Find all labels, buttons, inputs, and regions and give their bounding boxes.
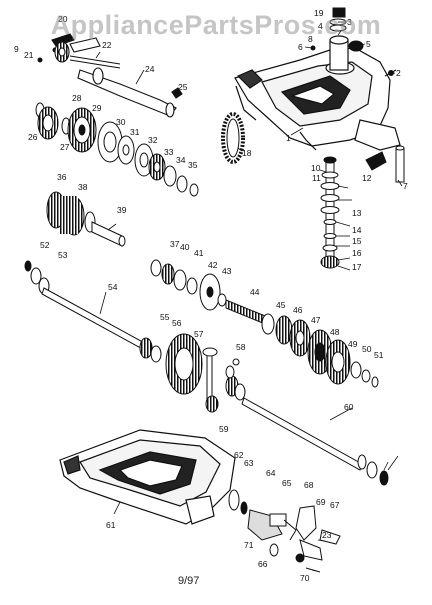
part-label-10: 10	[311, 163, 321, 173]
part-label-40: 40	[180, 242, 190, 252]
main-shaft	[41, 287, 162, 363]
revision-date: 9/97	[178, 575, 200, 587]
part-label-34: 34	[176, 155, 186, 165]
part-label-19: 19	[314, 8, 324, 18]
part-label-15: 15	[352, 236, 362, 246]
part-label-9: 9	[14, 44, 19, 54]
part-label-28: 28	[72, 93, 82, 103]
part-label-66: 66	[258, 559, 268, 569]
part-label-18: 18	[242, 148, 252, 158]
part-label-7: 7	[403, 181, 408, 191]
part-label-32: 32	[148, 135, 158, 145]
part-label-42: 42	[208, 260, 218, 270]
part-label-13: 13	[352, 208, 362, 218]
lower-transmission-housing	[59, 429, 236, 525]
watermark-text: AppliancePartsPros.com	[50, 10, 382, 40]
part-label-16: 16	[352, 248, 362, 258]
part-label-71: 71	[244, 540, 254, 550]
part-label-2: 2	[396, 68, 401, 78]
part-label-30: 30	[116, 117, 126, 127]
part-label-14: 14	[352, 225, 362, 235]
part-label-44: 44	[250, 287, 260, 297]
part-label-62: 62	[234, 450, 244, 460]
part-label-45: 45	[276, 300, 286, 310]
part-label-24: 24	[145, 64, 155, 74]
shift-shaft-stack	[320, 145, 405, 269]
part-label-65: 65	[282, 478, 292, 488]
part-label-3: 3	[347, 17, 352, 27]
part-label-51: 51	[374, 350, 384, 360]
part-label-29: 29	[92, 103, 102, 113]
part-label-53: 53	[58, 250, 68, 260]
part-label-59: 59	[219, 424, 229, 434]
part-label-70: 70	[300, 573, 310, 583]
part-label-37: 37	[170, 239, 180, 249]
part-label-52: 52	[40, 240, 50, 250]
part-label-5: 5	[366, 39, 371, 49]
top-left-pulley-assembly	[51, 33, 183, 118]
part-label-60: 60	[344, 402, 354, 412]
leader-lines	[95, 21, 403, 572]
part-label-43: 43	[222, 266, 232, 276]
part-label-46: 46	[293, 305, 303, 315]
part-label-61: 61	[106, 520, 116, 530]
part-label-25: 25	[178, 82, 188, 92]
part-label-67: 67	[330, 500, 340, 510]
part-label-54: 54	[108, 282, 118, 292]
part-label-12: 12	[362, 173, 372, 183]
left-washers	[24, 260, 50, 295]
lower-right-parts	[228, 489, 341, 573]
part-label-1: 1	[286, 133, 291, 143]
part-label-69: 69	[316, 497, 326, 507]
part-label-6: 6	[298, 42, 303, 52]
part-label-57: 57	[194, 329, 204, 339]
part-label-35: 35	[188, 160, 198, 170]
part-label-56: 56	[172, 318, 182, 328]
part-label-31: 31	[130, 127, 140, 137]
differential-assembly	[165, 333, 246, 413]
part-label-58: 58	[236, 342, 246, 352]
part-label-36: 36	[57, 172, 67, 182]
part-label-39: 39	[117, 205, 127, 215]
part-label-4: 4	[318, 21, 323, 31]
part-label-49: 49	[348, 339, 358, 349]
upper-transmission-housing	[234, 35, 401, 151]
part-label-38: 38	[78, 182, 88, 192]
middle-gear-row	[150, 259, 379, 388]
part-label-33: 33	[164, 147, 174, 157]
part-label-22: 22	[102, 40, 112, 50]
part-label-21: 21	[24, 50, 34, 60]
part-label-47: 47	[311, 315, 321, 325]
upper-gear-row	[35, 102, 199, 197]
part-label-48: 48	[330, 327, 340, 337]
part-label-26: 26	[28, 132, 38, 142]
part-label-11: 11	[312, 173, 321, 183]
part-label-27: 27	[60, 142, 70, 152]
part-label-20: 20	[58, 14, 68, 24]
part-label-41: 41	[194, 248, 204, 258]
part-label-64: 64	[266, 468, 276, 478]
drive-belt	[221, 112, 245, 164]
part-label-68: 68	[304, 480, 314, 490]
cluster-gear-assembly	[46, 191, 126, 247]
part-label-55: 55	[160, 312, 170, 322]
part-label-23: 23	[322, 530, 332, 540]
part-label-63: 63	[244, 458, 254, 468]
part-label-50: 50	[362, 344, 372, 354]
part-label-17: 17	[352, 262, 362, 272]
part-label-8: 8	[308, 34, 313, 44]
axle-shaft	[241, 397, 389, 486]
